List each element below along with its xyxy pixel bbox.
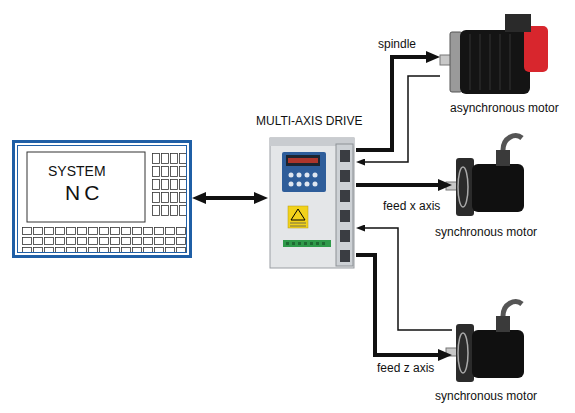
power-arrow xyxy=(356,57,434,150)
motor-flange xyxy=(456,158,474,216)
fan-cap xyxy=(524,26,548,72)
x-axis-motor: synchronous motor xyxy=(452,140,532,226)
drive-keypad xyxy=(282,152,326,192)
feedback-arrow xyxy=(360,76,440,162)
motor-fins xyxy=(470,34,510,90)
power-arrow xyxy=(356,255,446,355)
servo-motor-illustration xyxy=(446,136,524,216)
servo-motor-illustration xyxy=(446,302,524,382)
warning-triangle xyxy=(291,209,305,220)
power-arrow xyxy=(198,196,262,200)
nc-panel xyxy=(22,152,188,257)
z-axis-motor: synchronous motor xyxy=(452,290,532,385)
drive-body xyxy=(270,138,354,268)
edge-label: feed x axis xyxy=(383,200,440,214)
node-text: SYSTEM xyxy=(48,163,106,179)
terminal-box xyxy=(505,14,531,32)
edge-label: spindle xyxy=(378,38,416,52)
motor-cable xyxy=(503,136,522,150)
warning-label xyxy=(288,206,308,228)
node-text: MULTI-AXIS DRIVE xyxy=(256,115,362,129)
node-text: synchronous motor xyxy=(435,226,537,240)
display-digits xyxy=(288,158,318,163)
nc-screen xyxy=(27,152,145,222)
node-text: asynchronous motor xyxy=(450,102,559,116)
node-text: NC xyxy=(65,181,103,205)
drive-buttons xyxy=(289,173,318,187)
multi-axis-drive: MULTI-AXIS DRIVE xyxy=(268,135,356,270)
keyboard xyxy=(22,227,187,257)
motor-connector xyxy=(496,150,510,166)
keypad xyxy=(152,153,188,218)
label-lines xyxy=(290,223,306,226)
flange-ring xyxy=(458,167,468,207)
edge-label: feed z axis xyxy=(377,362,434,376)
feedback-arrow xyxy=(360,228,452,330)
terminal-block xyxy=(283,240,331,247)
drive-display xyxy=(286,155,320,166)
spindle-motor: asynchronous motor xyxy=(440,18,550,98)
terminal-screws xyxy=(286,242,325,245)
motor-body xyxy=(472,164,524,212)
drive-connectors xyxy=(340,150,350,262)
spindle-motor-illustration xyxy=(440,14,548,94)
drive-illustration xyxy=(270,138,354,268)
power-arrow xyxy=(356,183,446,187)
node-text: synchronous motor xyxy=(435,390,537,404)
motor-body xyxy=(460,30,530,94)
nc-system-box: SYSTEM NC xyxy=(12,140,192,258)
connector-strip xyxy=(336,144,353,266)
